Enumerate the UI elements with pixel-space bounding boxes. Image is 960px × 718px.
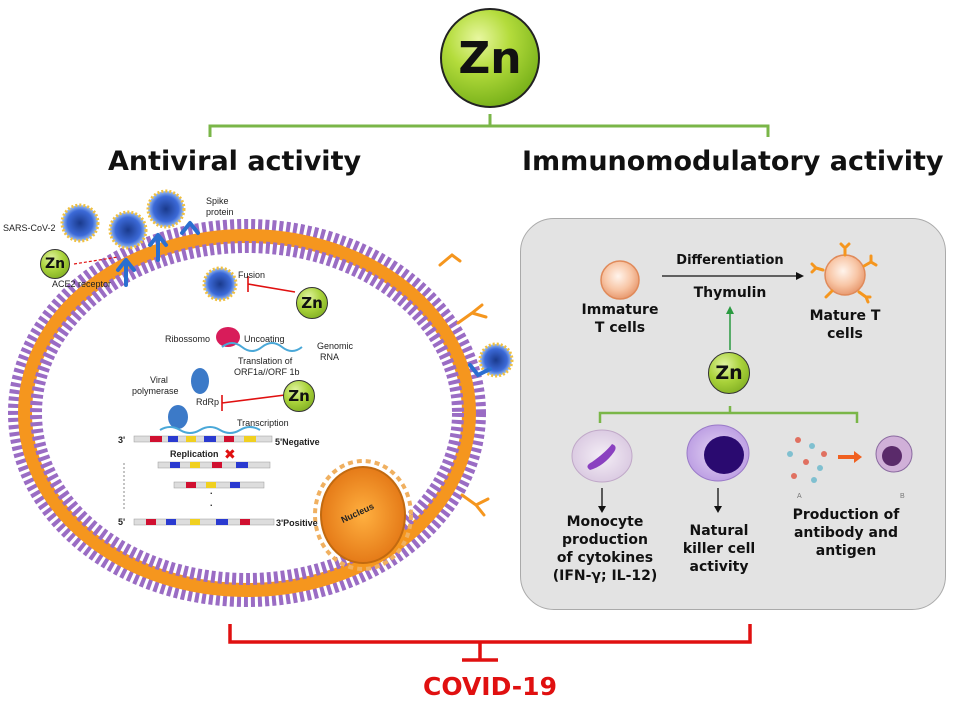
zinc-ace2-label: Zn (44, 256, 66, 272)
antiviral-heading: Antiviral activity (108, 146, 362, 177)
translation-label-1: Translation of (238, 356, 293, 366)
mature-label-1: Mature T (809, 308, 881, 324)
spike-label-2: protein (206, 207, 234, 217)
rdrp-inhibit-line (221, 394, 286, 411)
ace2-receptor-right (468, 363, 492, 378)
monocyte-label-3: of cytokines (556, 550, 654, 566)
monocyte-label-2: production (562, 532, 648, 548)
immature-label-1: Immature (581, 302, 659, 318)
dot-2: . (210, 498, 213, 508)
ace2-label: ACE2 receptor (52, 279, 112, 289)
replication-label: Replication (170, 449, 219, 459)
zinc-fusion-circle: Zn (296, 287, 328, 319)
differentiation-arrowhead (796, 272, 804, 280)
rna-strand-positive (133, 518, 275, 526)
spike-label-1: Spike (206, 196, 229, 206)
dot-1: . (210, 486, 213, 496)
fusion-label: Fusion (238, 270, 266, 280)
polymerase-label-2: polymerase (132, 386, 179, 396)
nk-label-1: Natural (689, 523, 749, 539)
thymulin-arrowhead (726, 306, 734, 314)
replication-cross: ✖ (224, 447, 236, 463)
monocyte-nucleus (587, 444, 616, 470)
virus-particle-3 (146, 189, 186, 229)
fusion-virus (202, 266, 238, 302)
genomic-rna-strand (221, 342, 303, 352)
monocyte-label-1: Monocyte (566, 514, 644, 530)
antibody-label-1: Production of (792, 507, 900, 523)
ace2-receptor-shape (116, 221, 200, 287)
membrane-outer-beads (8, 219, 486, 607)
virus-particle-2 (108, 210, 148, 250)
immuno-green-bracket (598, 406, 859, 423)
zinc-rdrp-label: Zn (288, 387, 310, 405)
branch-receptors (438, 253, 490, 517)
antibody-arrowhead (854, 451, 862, 463)
rna-strand-negative (133, 435, 273, 443)
five-negative-label: 5'Negative (275, 437, 320, 447)
zinc-rdrp-circle: Zn (283, 380, 315, 412)
three-prime-top: 3' (118, 435, 126, 445)
genomic-label-2: RNA (320, 352, 340, 362)
membrane-core (18, 229, 476, 597)
translation-label-2: ORF1a//ORF 1b (234, 367, 300, 377)
transcription-strand (159, 426, 261, 434)
rdrp-label: RdRp (196, 397, 220, 407)
zn-block-dashed (73, 256, 119, 265)
nk-label-3: activity (689, 559, 749, 575)
nk-nucleus (704, 436, 744, 474)
immature-label-2: T cells (594, 320, 646, 336)
zinc-immuno-circle: Zn (708, 352, 750, 394)
genomic-label-1: Genomic (317, 341, 354, 351)
monocyte-label-4: (IFN-γ; IL-12) (552, 568, 658, 584)
monocyte-down-head (598, 506, 606, 513)
zinc-fusion-label: Zn (301, 294, 323, 312)
five-prime-bottom: 5' (118, 517, 126, 527)
antigen-nucleus (882, 446, 902, 466)
zinc-main-label: Zn (458, 32, 522, 84)
panel-label-a: A (797, 493, 802, 500)
immuno-graphics (571, 242, 913, 513)
nucleus (313, 459, 413, 571)
ribossomo-label: Ribossomo (165, 334, 211, 344)
sars-cov2-label: SARS-CoV-2 (3, 223, 56, 233)
differentiation-label: Differentiation (676, 253, 784, 268)
rna-strand-replication-1 (157, 461, 271, 469)
antibody-label-2: antibody and (793, 525, 898, 541)
nk-label-2: killer cell (682, 541, 756, 557)
immunomodulatory-heading: Immunomodulatory activity (522, 146, 944, 177)
fusion-inhibit-line (247, 276, 296, 293)
covid-label: COVID-19 (423, 672, 557, 701)
polymerase-label-1: Viral (150, 375, 168, 385)
ribosome (216, 327, 240, 347)
viral-polymerase-shape (191, 368, 209, 394)
cell-diagram: ✖ (8, 189, 514, 607)
virus-particle-1 (60, 203, 100, 243)
rna-strand-replication-2 (173, 481, 265, 489)
zinc-immuno-label: Zn (715, 362, 743, 384)
three-positive-label: 3'Positive (276, 518, 318, 528)
membrane-inner-beads (30, 241, 464, 585)
uncoating-label: Uncoating (244, 334, 285, 344)
transcription-label: Transcription (237, 418, 289, 428)
antibody-label-3: antigen (815, 543, 877, 559)
zinc-main-circle: Zn (440, 8, 540, 108)
immature-t-cell (600, 260, 640, 300)
nk-down-head (714, 506, 722, 513)
mature-t-cell (824, 254, 866, 296)
mature-t-cell-receptors (810, 242, 878, 304)
panel-label-b: B (900, 493, 905, 500)
bottom-red-bracket (228, 624, 752, 662)
antibody-cluster (787, 437, 827, 483)
rdrp-shape (168, 405, 188, 429)
zinc-ace2-circle: Zn (40, 249, 70, 279)
mature-label-2: cells (827, 326, 863, 342)
thymulin-label: Thymulin (693, 285, 767, 301)
top-green-bracket (208, 114, 770, 137)
